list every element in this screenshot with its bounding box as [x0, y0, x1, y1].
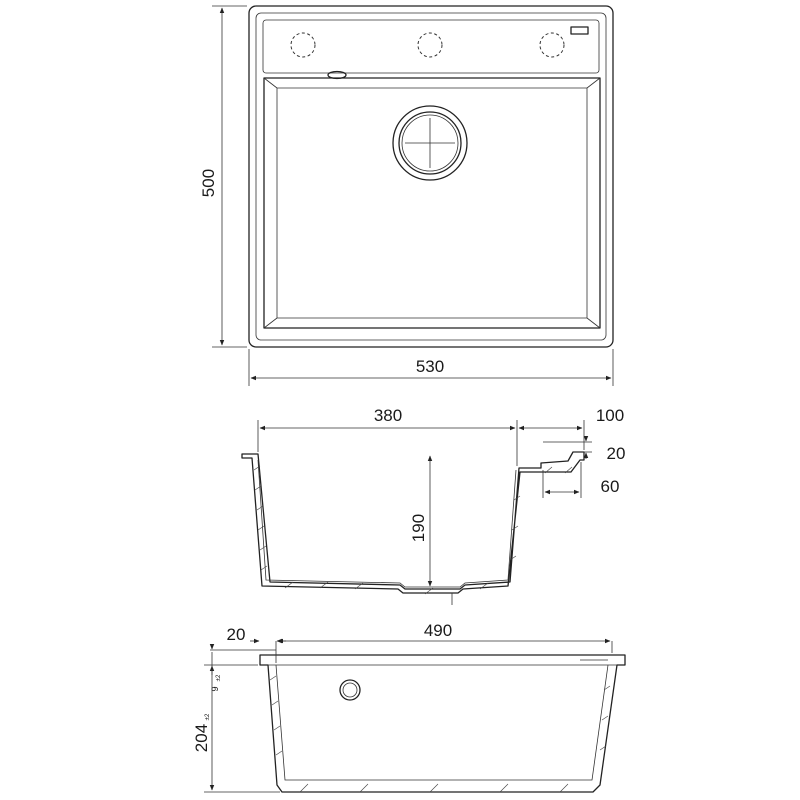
drain-icon: [392, 105, 468, 181]
dim-depth-label: 500: [199, 169, 218, 197]
dim-total-height-tol: ±2: [205, 713, 211, 720]
tap-hole-center: [417, 32, 443, 58]
overflow-slot: [570, 26, 589, 35]
dim-deck-height-label: 20: [607, 444, 626, 463]
dim-inner-length-label: 490: [424, 621, 452, 640]
dim-drain-offset-label: 60: [601, 477, 620, 496]
dim-bowl-depth: 190: [409, 455, 433, 587]
dim-width: 530: [248, 349, 614, 386]
side-profile-inner: [257, 459, 517, 588]
front-view: 20 490 9 ±2 204 ±2: [192, 621, 626, 793]
dim-deck-label: 100: [596, 406, 624, 425]
side-hatching: [253, 465, 573, 595]
dim-deck-height: 20: [543, 435, 626, 463]
dim-rim-label: 20: [227, 625, 246, 644]
tap-deck: [262, 19, 600, 74]
dim-depth: 500: [199, 5, 247, 348]
bowl-outline: [263, 77, 601, 329]
side-view: 380 100 20 60 190: [241, 406, 626, 605]
front-rim: [259, 654, 626, 793]
front-inner-wall: [275, 664, 609, 781]
dim-total-height: 204 ±2: [192, 652, 280, 793]
bowl-inner-edge: [276, 87, 588, 319]
dim-bowl-length-label: 380: [374, 406, 402, 425]
top-view-outer-outline: [248, 5, 614, 348]
dim-drain-offset: 60: [542, 462, 620, 498]
dim-bowl-length: 380: [257, 406, 518, 466]
dim-bowl-depth-label: 190: [409, 514, 428, 542]
dim-rim-height-tol: ±2: [216, 674, 222, 681]
dim-rim: 20: [210, 625, 286, 663]
dim-rim-height-label: 9: [210, 686, 220, 691]
dim-deck: 100: [518, 406, 624, 450]
top-view-rim-inner: [255, 12, 607, 341]
front-hatching: [269, 675, 611, 793]
dim-total-height-label: 204: [192, 724, 211, 752]
tap-hole-left: [290, 32, 316, 58]
dim-inner-length: 490: [277, 621, 613, 653]
overflow-hole-icon: [339, 679, 361, 701]
dim-width-label: 530: [416, 357, 444, 376]
top-view: 500 530: [199, 5, 614, 386]
overflow-tab: [327, 70, 347, 80]
tap-hole-right: [539, 32, 565, 58]
